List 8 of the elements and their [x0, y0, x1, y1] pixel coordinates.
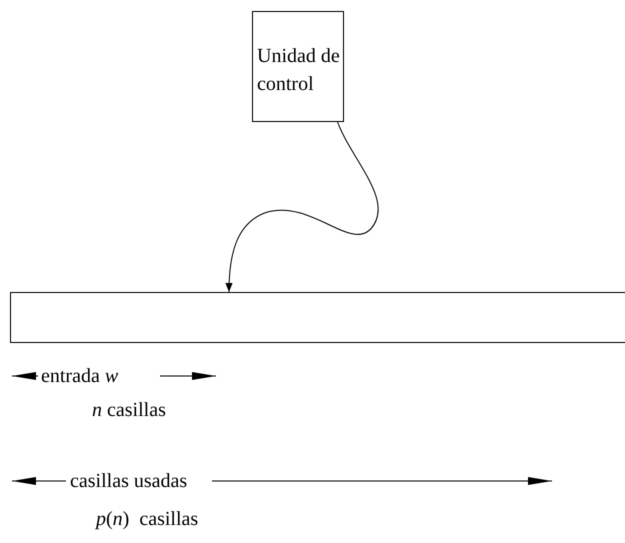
dimension-label: n casillas — [92, 399, 166, 421]
curved-arrow — [226, 122, 378, 292]
dimension-label: p(n) casillas — [96, 508, 198, 530]
dimension-label: casillas usadas — [70, 470, 188, 492]
dimension-label: entrada w — [41, 365, 118, 387]
tape-box — [10, 292, 625, 343]
node-label: Unidad de control — [257, 44, 341, 97]
control-unit-box — [252, 11, 344, 122]
